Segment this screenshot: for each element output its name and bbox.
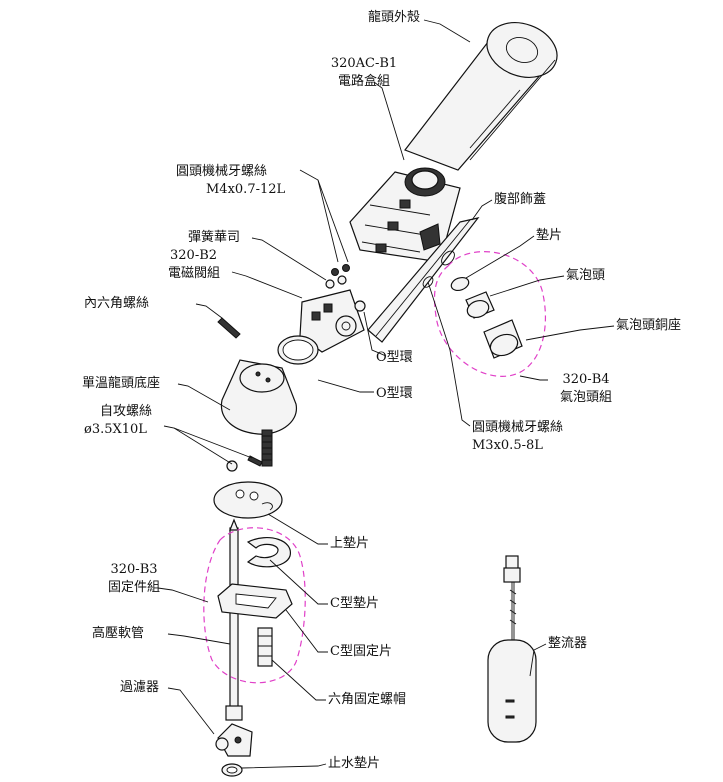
hose-label: 高壓軟管: [92, 626, 145, 641]
round-screw-a-label: 圓頭機械牙螺絲: [176, 164, 268, 179]
hex-socket-screw-label: 內六角螺絲: [84, 296, 150, 311]
circuit-box-name-label: 電路盒組: [337, 74, 390, 89]
nozzle-cover-label: 龍頭外殼: [368, 10, 421, 25]
aerator-group-part: [433, 251, 546, 377]
tapping-screws-part: [226, 455, 263, 472]
belly-cover-label: 腹部飾蓋: [494, 192, 547, 207]
tapping-screw-spec-label: ø3.5X10L: [84, 422, 147, 437]
filter-part: [215, 705, 253, 757]
rectifier-label: 整流器: [548, 636, 588, 651]
aerator-label: 氣泡頭: [566, 268, 606, 283]
aerator-group-name-label: 氣泡頭組: [559, 390, 612, 405]
solenoid-valve-part: [299, 289, 366, 353]
fixing-group-name-label: 固定件組: [107, 580, 160, 595]
stop-gasket-part: [221, 763, 243, 777]
filter-label: 過濾器: [120, 680, 160, 695]
tapping-screw-label: 自攻螺絲: [100, 404, 153, 419]
upper-gasket-label: 上墊片: [330, 536, 370, 551]
o-ring-1-label: O型環: [376, 350, 413, 365]
o-ring-2-label: O型環: [376, 386, 413, 401]
base-label: 單溫龍頭底座: [82, 376, 161, 391]
round-screw-b-spec-label: M3x0.5-8L: [472, 438, 543, 453]
valve-model-label: 320-B2: [170, 248, 218, 263]
circuit-box-model-label: 320AC-B1: [330, 56, 398, 71]
round-screw-a-spec-label: M4x0.7-12L: [206, 182, 286, 197]
hex-nut-label: 六角固定螺帽: [328, 692, 407, 707]
gasket-label: 墊片: [536, 228, 563, 243]
stop-gasket-label: 止水墊片: [328, 756, 381, 771]
o-ring-part: [277, 335, 319, 365]
c-washer-label: C型墊片: [330, 596, 379, 611]
small-screws-part: [325, 264, 350, 289]
nozzle-cover-part: [404, 22, 558, 171]
fixing-group-model-label: 320-B3: [110, 562, 158, 577]
aerator-group-model-label: 320-B4: [562, 372, 610, 387]
aerator-seat-label: 氣泡頭銅座: [616, 318, 682, 333]
rectifier-part: [487, 555, 537, 743]
valve-name-label: 電磁閥組: [168, 266, 221, 281]
leader-lines: [157, 19, 615, 769]
upper-gasket-part: [213, 481, 283, 519]
fixing-group-part: [203, 518, 306, 709]
base-part: [220, 359, 297, 467]
circuit-box-part: [349, 167, 461, 263]
round-screw-b-label: 圓頭機械牙螺絲: [472, 420, 564, 435]
hex-socket-screw-part: [217, 317, 241, 339]
c-fixing-label: C型固定片: [330, 644, 392, 659]
spring-washer-label: 彈簧華司: [188, 230, 241, 245]
